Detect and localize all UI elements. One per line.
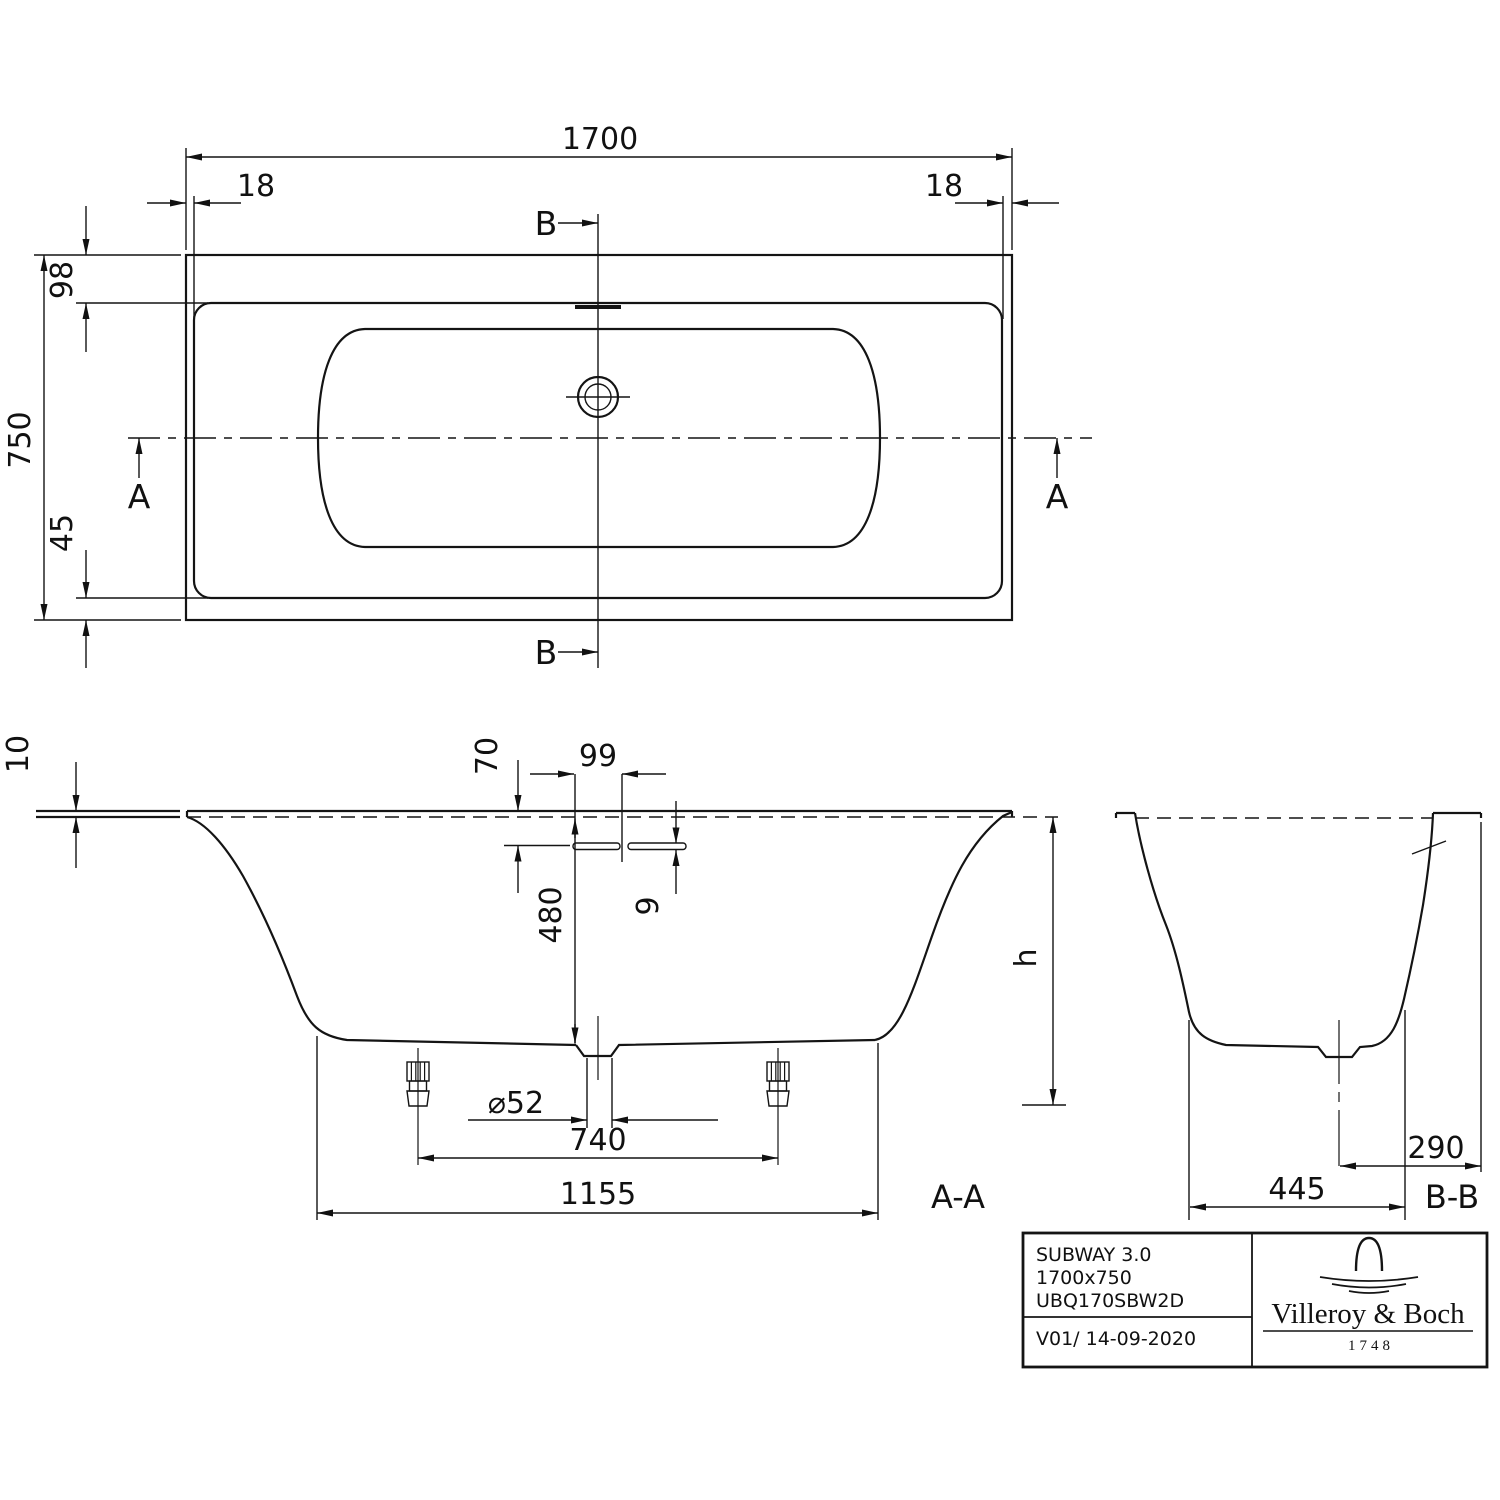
tub-right-wall-profile (874, 810, 1013, 1042)
dim-aa-overflow-drop: 70 (470, 737, 505, 775)
tub-cross-section-profile (1133, 812, 1435, 1059)
plan-view (128, 214, 1092, 668)
plan-dimensions: 1700 18 18 98 750 45 B B A A (3, 122, 1069, 672)
section-marker-b-top: B (535, 204, 558, 243)
dim-plan-rim-top: 98 (45, 261, 80, 299)
brand-founded-year: 1748 (1348, 1338, 1394, 1354)
dim-bb-drain-offset: 290 (1407, 1131, 1464, 1166)
tub-basin-floor-outline (316, 327, 882, 549)
dim-aa-drain-diameter: ⌀52 (488, 1086, 544, 1121)
dim-aa-leg-span: 1155 (560, 1177, 636, 1212)
section-aa-label: A-A (931, 1178, 985, 1216)
title-block: SUBWAY 3.0 1700x750 UBQ170SBW2D V01/ 14-… (1021, 1231, 1489, 1369)
tub-left-wall-profile (186, 815, 577, 1047)
section-bb-label: B-B (1425, 1178, 1479, 1216)
dim-plan-height: 750 (3, 411, 38, 468)
title-block-border (1021, 1231, 1489, 1369)
section-bb-view (1114, 811, 1483, 1166)
overflow-slot-right (627, 842, 687, 851)
product-model: SUBWAY 3.0 (1036, 1244, 1151, 1266)
overflow-slot-left (572, 842, 621, 851)
dim-plan-inset-left: 18 (237, 169, 275, 204)
dim-aa-overflow-height: 9 (631, 896, 666, 915)
dim-plan-rim-bottom: 45 (45, 514, 80, 552)
dim-aa-depth: 480 (534, 886, 569, 943)
section-marker-b-bottom: B (535, 633, 558, 672)
brand-name: Villeroy & Boch (1271, 1298, 1465, 1330)
dim-aa-drain-span: 740 (569, 1123, 626, 1158)
dim-aa-rim-lip: 10 (1, 735, 36, 773)
section-marker-a-right: A (1046, 477, 1069, 516)
tub-floor-and-drain-recess (575, 1038, 876, 1058)
section-bb-dimensions: 290 445 B-B (1188, 822, 1482, 1220)
section-aa-view (36, 809, 1058, 1107)
section-marker-a-left: A (128, 477, 151, 516)
section-aa-dimensions: 10 70 99 9 480 ⌀52 740 1155 (1, 735, 1066, 1220)
product-article-number: UBQ170SBW2D (1036, 1290, 1184, 1312)
wall-slope-tick (1411, 840, 1447, 855)
product-size: 1700x750 (1036, 1267, 1132, 1289)
drawing-version-date: V01/ 14-09-2020 (1036, 1328, 1196, 1350)
dim-plan-width: 1700 (562, 122, 638, 157)
villeroy-boch-logo-icon (1319, 1236, 1419, 1294)
dim-aa-height: h (1009, 948, 1044, 967)
dim-bb-floor-width: 445 (1268, 1172, 1325, 1207)
dim-aa-overflow-width: 99 (579, 739, 617, 774)
dim-plan-inset-right: 18 (925, 169, 963, 204)
